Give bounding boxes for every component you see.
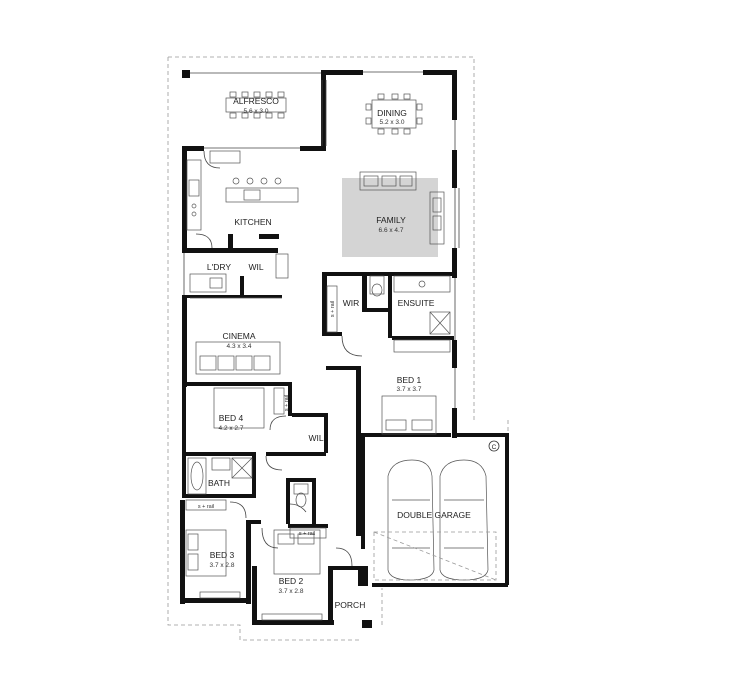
family-size: 6.6 x 4.7 <box>379 227 404 234</box>
bath-fixtures <box>187 457 253 495</box>
cinema-sofa <box>190 297 282 375</box>
garage-marker-label: C <box>492 444 497 451</box>
laundry-label: L'DRY <box>207 262 231 272</box>
porch-label: PORCH <box>335 600 366 610</box>
bed4-bed <box>213 387 285 429</box>
kitchen-island <box>225 177 299 203</box>
ensuite-fixtures <box>369 275 451 353</box>
bed3-bed <box>185 529 241 599</box>
wir-rail-label: s + rail <box>330 301 336 317</box>
cinema-label: CINEMA <box>222 331 255 341</box>
cinema-size: 4.3 x 3.4 <box>227 343 252 350</box>
bed2-rail <box>289 527 327 539</box>
wir-label: WIR <box>343 298 360 308</box>
wil-hall-label: WIL <box>308 433 323 443</box>
wir-rail <box>326 285 338 333</box>
door-swings <box>195 150 363 567</box>
garage-door-swing <box>373 531 497 581</box>
family-shading <box>342 178 438 257</box>
bed3-rail-label: s + rail <box>198 504 214 510</box>
bed2-rail-label: s + rail <box>299 531 315 537</box>
dining-size: 5.2 x 3.0 <box>380 119 405 126</box>
alfresco-table <box>225 91 287 119</box>
kitchen-bench <box>186 150 241 231</box>
lot-boundary <box>167 56 509 641</box>
wc-fixture <box>293 483 309 508</box>
dining-label: DINING <box>377 108 407 118</box>
room-labels: ALFRESCO 5.6 x 3.0 DINING 5.2 x 3.0 KITC… <box>207 96 497 610</box>
walls <box>180 70 509 628</box>
bed4-label: BED 4 <box>219 413 244 423</box>
laundry-fixtures <box>189 253 289 293</box>
bed3-rail <box>185 499 227 511</box>
double-garage-label: DOUBLE GARAGE <box>397 510 471 520</box>
rail-labels: s + rail s + rail s + rail s + rail <box>198 301 336 537</box>
family-label: FAMILY <box>376 215 406 225</box>
bed2-label: BED 2 <box>279 576 304 586</box>
bed1-bed <box>381 395 437 435</box>
garage-cars <box>387 459 489 581</box>
alfresco-label: ALFRESCO <box>233 96 279 106</box>
bed2-size: 3.7 x 2.8 <box>279 588 304 595</box>
bed1-size: 3.7 x 3.7 <box>397 386 422 393</box>
bed4-size: 4.2 x 2.7 <box>219 425 244 432</box>
family-sofa <box>359 171 445 245</box>
bed3-label: BED 3 <box>210 550 235 560</box>
bed2-bed <box>261 529 323 621</box>
alfresco-size: 5.6 x 3.0 <box>244 108 269 115</box>
bed1-label: BED 1 <box>397 375 422 385</box>
wil-kitchen-label: WIL <box>248 262 263 272</box>
bath-label: BATH <box>208 478 230 488</box>
bed4-rail-label: s + rail <box>284 395 290 411</box>
garage-marker-circle <box>488 440 500 452</box>
dining-table <box>365 93 423 135</box>
ensuite-label: ENSUITE <box>398 298 435 308</box>
bed3-size: 3.7 x 2.8 <box>210 562 235 569</box>
kitchen-label: KITCHEN <box>234 217 271 227</box>
windows <box>183 71 460 408</box>
